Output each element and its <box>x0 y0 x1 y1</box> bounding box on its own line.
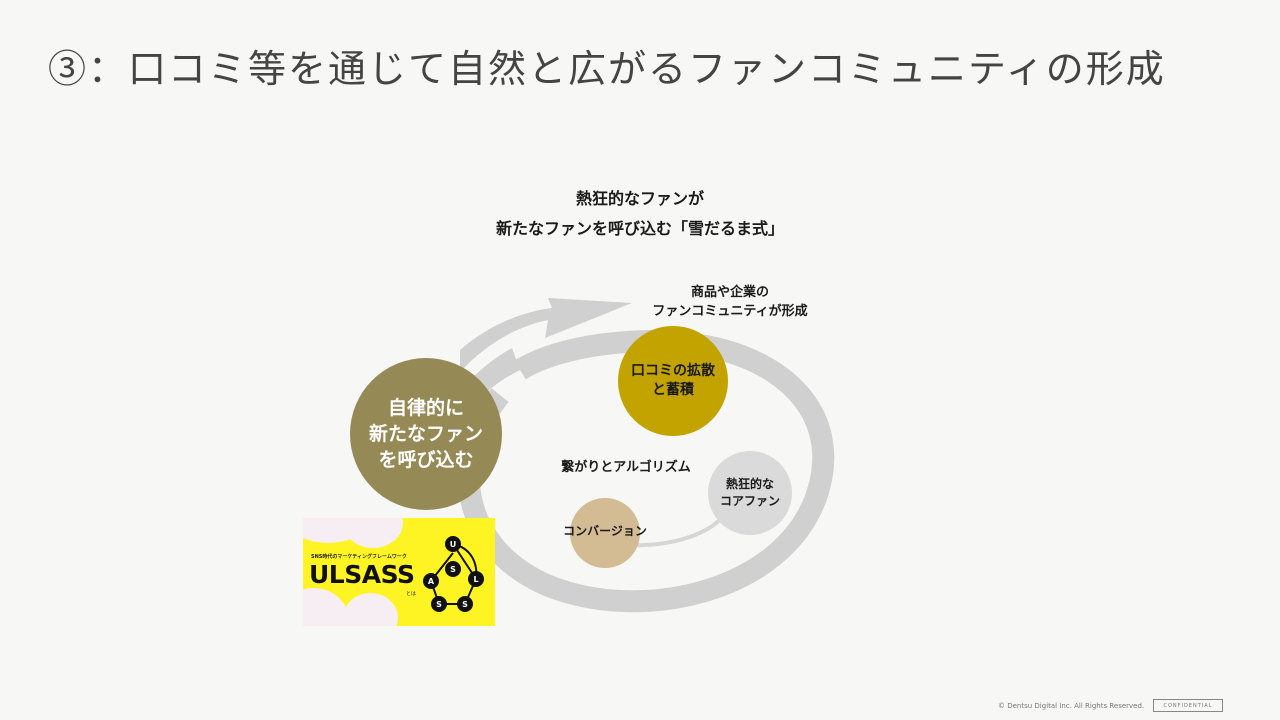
core-line-1: 熱狂的な <box>725 477 774 491</box>
conversion-circle <box>570 498 640 568</box>
banner-suffix: とは <box>406 591 417 597</box>
confidential-badge: CONFIDENTIAL <box>1153 699 1223 712</box>
autonomous-node-text: 自律的に 新たなファン を呼び込む <box>350 358 502 510</box>
wom-line-2: と蓄積 <box>652 382 694 398</box>
growth-arrow-icon <box>460 298 632 372</box>
headline-line-2: 新たなファンを呼び込む「雪だるま式」 <box>495 219 784 238</box>
autonomous-line-2: 新たなファン <box>368 423 483 445</box>
banner-node-s1: S <box>450 565 456 574</box>
autonomous-circle <box>350 358 502 510</box>
core-line-2: コアファン <box>719 494 780 508</box>
conversion-label: コンバージョン <box>563 524 647 538</box>
banner-node-s3: S <box>462 600 468 609</box>
core-fans-node-text: 熱狂的な コアファン <box>708 451 792 535</box>
banner-blob <box>343 593 398 626</box>
banner-brand: ULSASS <box>309 560 415 589</box>
core-fans-circle <box>708 451 792 535</box>
word-of-mouth-circle <box>618 326 728 436</box>
community-label-line-1: 商品や企業の <box>690 285 769 300</box>
banner-tagline: SNS時代のマーケティングフレームワーク <box>311 554 407 560</box>
connections-algorithm-label: 繋がりとアルゴリズム <box>561 460 691 475</box>
slide-title: ③：口コミ等を通じて自然と広がるファンコミュニティの形成 <box>48 47 1166 91</box>
banner-node-l: L <box>473 575 478 584</box>
community-label-line-2: ファンコミュニティが形成 <box>652 304 808 319</box>
ulsass-banner[interactable]: SNS時代のマーケティングフレームワーク ULSASS とは U S L A S… <box>303 518 495 626</box>
copyright-notice: © Dentsu Digital Inc. All Rights Reserve… <box>998 702 1145 710</box>
banner-node-u: U <box>450 540 457 549</box>
wom-line-1: 口コミの拡散 <box>631 363 715 379</box>
headline-line-1: 熱狂的なファンが <box>575 189 704 208</box>
autonomous-line-1: 自律的に <box>387 397 464 419</box>
autonomous-line-3: を呼び込む <box>378 449 474 471</box>
headline: 熱狂的なファンが 新たなファンを呼び込む「雪だるま式」 <box>440 184 840 244</box>
banner-node-a: A <box>428 577 435 586</box>
community-label: 商品や企業の ファンコミュニティが形成 <box>630 283 830 321</box>
word-of-mouth-node-text: 口コミの拡散 と蓄積 <box>618 326 728 436</box>
banner-node-s2: S <box>436 600 442 609</box>
ulsass-cycle-icon: U S L A S S <box>423 536 484 612</box>
